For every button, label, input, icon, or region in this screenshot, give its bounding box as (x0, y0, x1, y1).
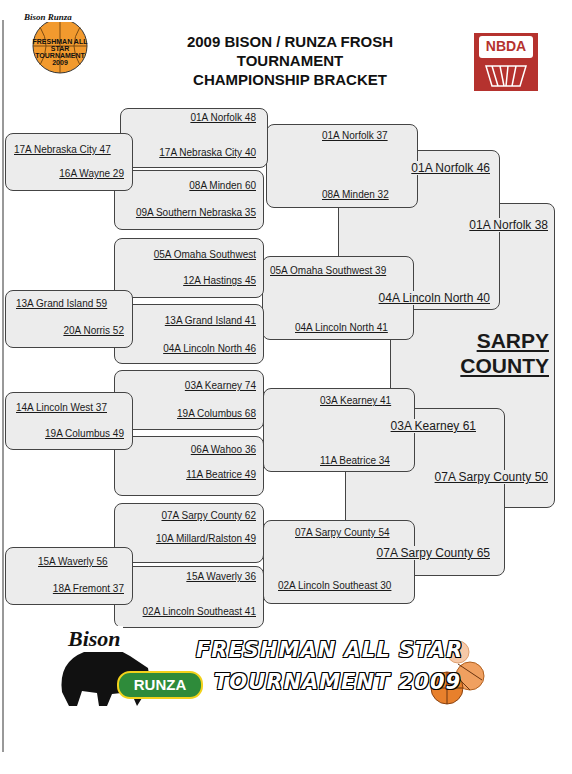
team-score: 13A Grand Island 59 (14, 298, 109, 310)
game-box: 15A Waverly 56 18A Fremont 37 (5, 547, 133, 605)
team-score: 09A Southern Nebraska 35 (134, 207, 258, 219)
logo-text: Bison Runza (22, 12, 74, 22)
team-score: 10A Millard/Ralston 49 (154, 533, 258, 545)
game-box: 01A Norfolk 48 17A Nebraska City 40 (120, 108, 268, 168)
game-box: 05A Omaha Southwest 12A Hastings 45 (114, 238, 264, 298)
margin-line (3, 20, 4, 752)
bracket-title: 2009 BISON / RUNZA FROSH TOURNAMENT CHAM… (184, 33, 396, 89)
team-score: 08A Minden 32 (320, 189, 391, 201)
game-box: 15A Waverly 36 02A Lincoln Southeast 41 (114, 566, 264, 628)
logo-text: FRESHMAN ALL STAR (196, 638, 463, 662)
team-score: 01A Norfolk 48 (188, 112, 258, 124)
team-score: 05A Omaha Southwest (152, 249, 258, 261)
team-score: 03A Kearney 61 (389, 419, 478, 433)
nbda-hoop (486, 66, 526, 86)
game-box: 07A Sarpy County 62 10A Millard/Ralston 4… (114, 503, 264, 563)
team-score: 18A Fremont 37 (51, 583, 126, 595)
team-score: 16A Wayne 29 (57, 168, 126, 180)
team-score: 01A Norfolk 38 (467, 218, 550, 232)
game-box: 13A Grand Island 59 20A Norris 52 (5, 290, 133, 348)
logo-text: Bison (66, 626, 123, 652)
runza-badge (118, 672, 202, 698)
team-score: 01A Norfolk 37 (320, 130, 390, 142)
team-score: 02A Lincoln Southeast 41 (141, 606, 258, 618)
game-box: 06A Wahoo 36 11A Beatrice 49 (114, 436, 264, 496)
team-score: 17A Nebraska City 47 (12, 144, 113, 156)
team-score: 13A Grand Island 41 (163, 315, 258, 327)
nbda-logo (474, 33, 538, 91)
team-score: 02A Lincoln Southeast 30 (276, 580, 393, 592)
nbda-panel (479, 36, 533, 58)
team-score: 07A Sarpy County 65 (375, 546, 492, 560)
team-score: 11A Beatrice 49 (184, 469, 258, 481)
logo-text: TOURNAMENT 2009 (214, 670, 461, 694)
team-score: 04A Lincoln North 40 (377, 291, 492, 305)
team-score: 20A Norris 52 (61, 325, 126, 337)
team-score: 03A Kearney 74 (183, 380, 258, 392)
team-score: 01A Norfolk 46 (409, 161, 492, 175)
game-box: 13A Grand Island 41 04A Lincoln North 46 (114, 304, 264, 364)
team-score: 19A Columbus 49 (43, 428, 126, 440)
team-score: 19A Columbus 68 (175, 408, 258, 420)
team-score: 04A Lincoln North 41 (293, 322, 390, 334)
team-score: 11A Beatrice 34 (318, 455, 392, 467)
game-box: 14A Lincoln West 37 19A Columbus 49 (5, 392, 133, 450)
game-box: 07A Sarpy County 54 02A Lincoln Southeast… (263, 520, 415, 604)
logo-text: RUNZA (118, 676, 202, 693)
team-score: 03A Kearney 41 (318, 395, 393, 407)
team-score: 07A Sarpy County 62 (159, 510, 258, 522)
team-score: 07A Sarpy County 54 (293, 527, 392, 539)
game-box: 03A Kearney 74 19A Columbus 68 (114, 370, 264, 430)
team-score: 15A Waverly 36 (184, 571, 258, 583)
team-score: 05A Omaha Southwest 39 (268, 265, 388, 277)
team-score: 07A Sarpy County 50 (433, 470, 550, 484)
team-score: 08A Minden 60 (187, 180, 258, 192)
champion-name: SARPY COUNTY (415, 328, 551, 378)
team-score: 17A Nebraska City 40 (157, 147, 258, 159)
logo-text: FRESHMAN ALL STAR TOURNAMENT 2009 (30, 38, 90, 66)
team-score: 06A Wahoo 36 (189, 444, 258, 456)
game-box: 01A Norfolk 37 08A Minden 32 (266, 124, 418, 208)
game-box: 17A Nebraska City 47 16A Wayne 29 (5, 133, 133, 191)
logo-text: NBDA (480, 38, 532, 54)
team-score: 04A Lincoln North 46 (161, 343, 258, 355)
team-score: 14A Lincoln West 37 (14, 402, 109, 414)
team-score: 15A Waverly 56 (36, 556, 110, 568)
game-box: 08A Minden 60 09A Southern Nebraska 35 (114, 170, 264, 230)
team-score: 12A Hastings 45 (181, 275, 258, 287)
